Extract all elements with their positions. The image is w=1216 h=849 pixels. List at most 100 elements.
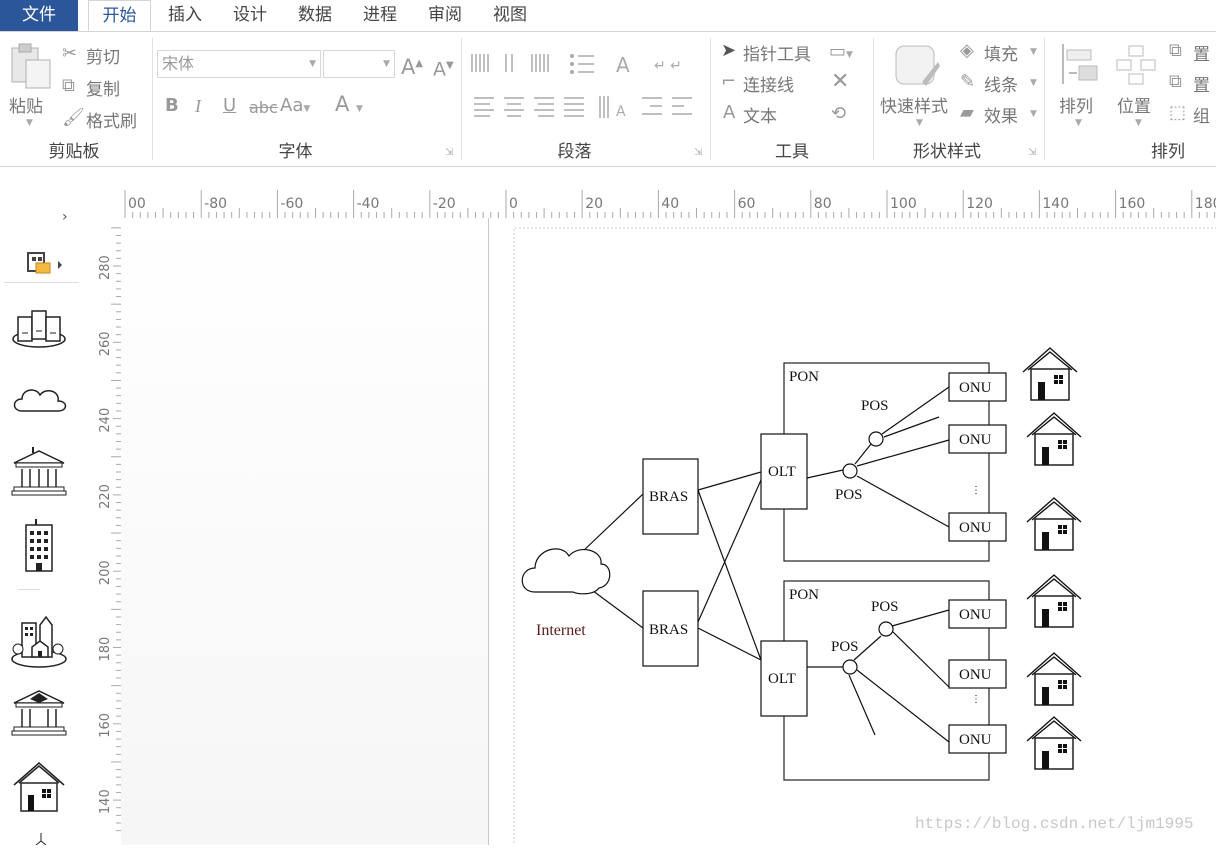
scissors-icon: ✂ xyxy=(62,43,78,64)
ruler-tick-label: -40 xyxy=(357,196,380,212)
ruler-tick-label: 180 xyxy=(1195,196,1216,212)
ruler-tick-label: 200 xyxy=(98,560,113,585)
font-name-value: 宋体 xyxy=(162,54,195,73)
pointer-icon: ➤ xyxy=(721,40,737,61)
house-icon[interactable] xyxy=(1026,574,1082,628)
dialog-launcher-icon[interactable]: ⇲ xyxy=(445,147,454,158)
tab-review[interactable]: 审阅 xyxy=(428,5,462,25)
ruler-tick-label: -20 xyxy=(433,196,456,212)
university-icon[interactable] xyxy=(10,685,68,739)
dialog-launcher-icon[interactable]: ⇲ xyxy=(694,147,703,158)
onu-1-2-label: ONU xyxy=(959,432,992,448)
bras-box-2[interactable] xyxy=(642,590,699,667)
rectangle-shape-icon[interactable]: ▭▼ xyxy=(829,41,853,62)
house-icon[interactable] xyxy=(1026,716,1082,770)
horizontal-ruler[interactable]: 00-80-60-40-20020406080100120140160180 xyxy=(95,190,1216,219)
tab-process[interactable]: 进程 xyxy=(363,5,397,25)
group-button[interactable]: ⬚ 组 xyxy=(1169,102,1216,128)
ruler-tick-label: -80 xyxy=(204,196,227,212)
tab-design[interactable]: 设计 xyxy=(233,5,267,25)
effects-icon: ▰ xyxy=(960,102,974,123)
onu-box-2-2[interactable] xyxy=(948,659,1007,689)
house-icon[interactable] xyxy=(12,761,66,815)
partial-shape-icon[interactable] xyxy=(34,831,48,845)
ruler-tick-label: 0 xyxy=(509,196,518,212)
strikethrough-icon[interactable]: abc xyxy=(249,98,278,117)
horizontal-ruler-ticks: 00-80-60-40-20020406080100120140160180 xyxy=(124,190,1216,218)
bras-box-1[interactable] xyxy=(642,458,699,535)
underline-icon[interactable]: U xyxy=(223,95,237,116)
font-color-icon[interactable]: A ▼ xyxy=(335,92,363,116)
dialog-launcher-icon[interactable]: ⇲ xyxy=(1028,147,1037,158)
tab-view[interactable]: 视图 xyxy=(493,5,527,25)
effects-button[interactable]: ▰ 效果 ▼ xyxy=(960,102,1037,128)
format-painter-icon: 🖌 xyxy=(62,107,85,128)
drawing-page[interactable]: PON PON Internet xyxy=(488,218,1216,845)
tab-home[interactable]: 开始 xyxy=(88,0,151,31)
grow-font-icon[interactable]: A▲ xyxy=(401,55,424,79)
fill-button[interactable]: ◈ 填充 ▼ xyxy=(960,40,1037,66)
tab-file[interactable]: 文件 xyxy=(0,0,78,31)
send-to-back-button[interactable]: ⧉ 置 xyxy=(1169,71,1216,97)
house-icon[interactable] xyxy=(1022,347,1078,401)
tab-insert[interactable]: 插入 xyxy=(168,5,202,25)
shrink-font-icon[interactable]: A▼ xyxy=(433,58,454,81)
pos-splitter-1b[interactable] xyxy=(842,463,858,479)
clipboard-group-label: 剪贴板 xyxy=(48,142,100,162)
format-painter-button[interactable]: 🖌 格式刷 xyxy=(60,106,150,133)
house-icon[interactable] xyxy=(1026,412,1082,466)
quick-styles-button[interactable]: 快速样式 ▼ xyxy=(878,40,954,132)
house-icon[interactable] xyxy=(1026,497,1082,551)
position-icon xyxy=(1116,45,1156,85)
pon-1-title: PON xyxy=(789,369,819,385)
server-farm-icon[interactable] xyxy=(10,305,68,349)
text-tool-button[interactable]: A 文本 xyxy=(721,102,829,128)
ruler-tick-label: 160 xyxy=(98,713,113,738)
stencil-folder-icon[interactable] xyxy=(26,251,66,279)
ruler-tick-label: 120 xyxy=(966,196,993,212)
bras-2-label: BRAS xyxy=(649,622,688,638)
connector-button[interactable]: ⌐ 连接线 xyxy=(721,71,829,97)
group-label: 组 xyxy=(1193,107,1210,127)
pos-splitter-2b[interactable] xyxy=(842,659,858,675)
olt-box-1[interactable] xyxy=(760,433,808,510)
expand-panel-icon[interactable]: › xyxy=(62,209,68,225)
onu-box-2-1[interactable] xyxy=(948,599,1007,629)
change-case-label: Aa xyxy=(280,95,304,116)
onu-box-1-1[interactable] xyxy=(948,372,1007,402)
font-size-combo[interactable]: ▼ xyxy=(323,50,395,78)
olt-box-2[interactable] xyxy=(760,640,808,717)
paste-icon xyxy=(11,43,51,89)
olt-1-label: OLT xyxy=(768,464,796,480)
position-button[interactable]: 位置 ▼ xyxy=(1111,40,1163,132)
city-icon[interactable] xyxy=(10,613,68,669)
line-label: 线条 xyxy=(984,76,1018,96)
tab-data[interactable]: 数据 xyxy=(298,5,332,25)
cloud-icon[interactable] xyxy=(10,381,68,417)
internet-cloud-shape[interactable] xyxy=(521,548,611,595)
paste-button[interactable]: 粘贴 ▼ xyxy=(6,40,54,132)
pos-splitter-1a[interactable] xyxy=(868,431,884,447)
copy-button[interactable]: ⧉ 复制 xyxy=(60,74,150,101)
pointer-tool-button[interactable]: ➤ 指针工具 xyxy=(721,40,829,66)
arrange-button[interactable]: 排列 ▼ xyxy=(1053,40,1103,132)
close-icon[interactable]: ✕ xyxy=(831,69,850,94)
bold-icon[interactable]: B xyxy=(165,95,179,116)
italic-icon[interactable]: I xyxy=(195,96,201,116)
font-group-label: 字体 xyxy=(278,142,313,162)
house-icon[interactable] xyxy=(1026,652,1082,706)
pos-splitter-2a[interactable] xyxy=(878,621,894,637)
office-building-icon[interactable] xyxy=(20,517,58,573)
bring-to-front-button[interactable]: ⧉ 置 xyxy=(1169,40,1216,66)
font-name-combo[interactable]: 宋体 ▼ xyxy=(157,50,321,78)
onu-box-1-2[interactable] xyxy=(948,424,1007,454)
onu-box-2-3[interactable] xyxy=(948,724,1007,754)
ruler-tick-label: 280 xyxy=(98,255,113,280)
cut-button[interactable]: ✂ 剪切 xyxy=(60,42,150,69)
onu-box-1-3[interactable] xyxy=(948,512,1007,542)
change-case-icon[interactable]: Aa▼ xyxy=(280,95,311,116)
government-building-icon[interactable] xyxy=(10,447,68,499)
line-button[interactable]: ✎ 线条 ▼ xyxy=(960,71,1037,97)
crop-tool-icon[interactable]: ⟲ xyxy=(831,103,847,124)
